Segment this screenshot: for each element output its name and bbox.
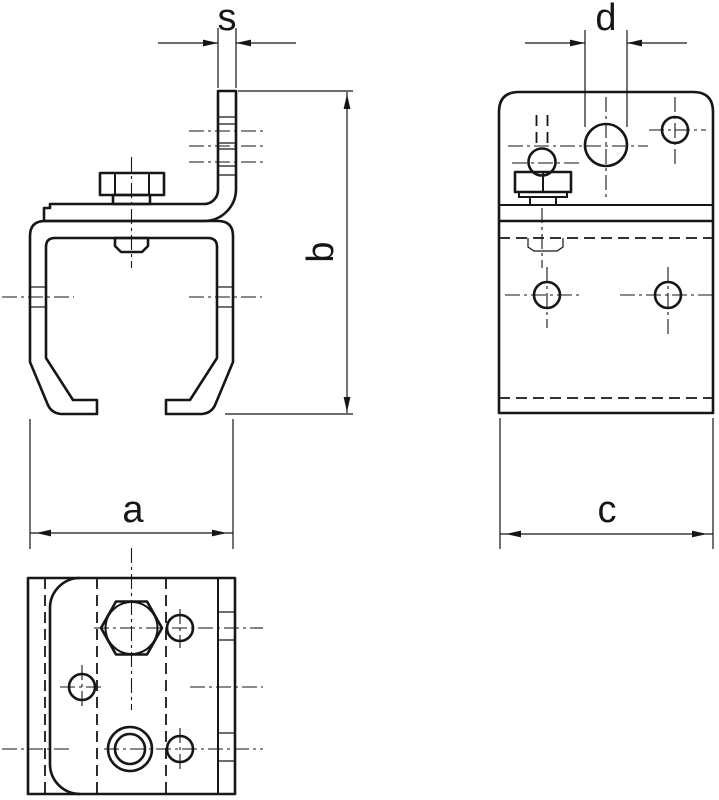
dimension-label-c: c (598, 489, 617, 531)
arrowhead (343, 94, 351, 109)
plate-rounded-edge (48, 576, 81, 796)
bracket-hole-centerlines (189, 130, 263, 163)
bracket-plate (42, 89, 238, 223)
hex-bolt-side (513, 115, 573, 206)
side-view (497, 90, 715, 415)
dimension-label-d: d (595, 0, 616, 39)
side-view-centerlines (505, 97, 712, 338)
arrowhead (343, 397, 351, 412)
arrowhead (627, 39, 642, 47)
arrowhead (203, 39, 218, 47)
hidden-rail-edges (44, 578, 167, 794)
edge-hole-ticks (218, 611, 235, 762)
dimension-a: a (29, 419, 234, 549)
bracket-hole-ticks (218, 116, 236, 176)
arrowhead (236, 39, 251, 47)
front-view (2, 89, 263, 416)
dimension-s: s (158, 0, 296, 88)
dimension-label-a: a (122, 489, 144, 531)
square-nut (113, 236, 150, 254)
arrowhead (506, 530, 521, 538)
bottom-view (2, 548, 263, 796)
arrowhead (570, 39, 585, 47)
square-nut-side (527, 238, 564, 252)
arrowhead (36, 529, 51, 537)
dimension-c: c (499, 418, 714, 549)
dimension-label-b: b (300, 241, 342, 262)
bottom-view-centerlines (2, 548, 263, 770)
arrowhead (212, 529, 227, 537)
dimension-b: b (225, 90, 353, 415)
dimension-label-s: s (218, 0, 237, 39)
rail-hole-ticks (30, 286, 233, 308)
dimension-d: d (525, 0, 687, 127)
bolt-neck-side (529, 196, 557, 206)
rail-profile (28, 219, 235, 416)
arrowhead (692, 530, 707, 538)
side-plate-outline (497, 90, 715, 415)
